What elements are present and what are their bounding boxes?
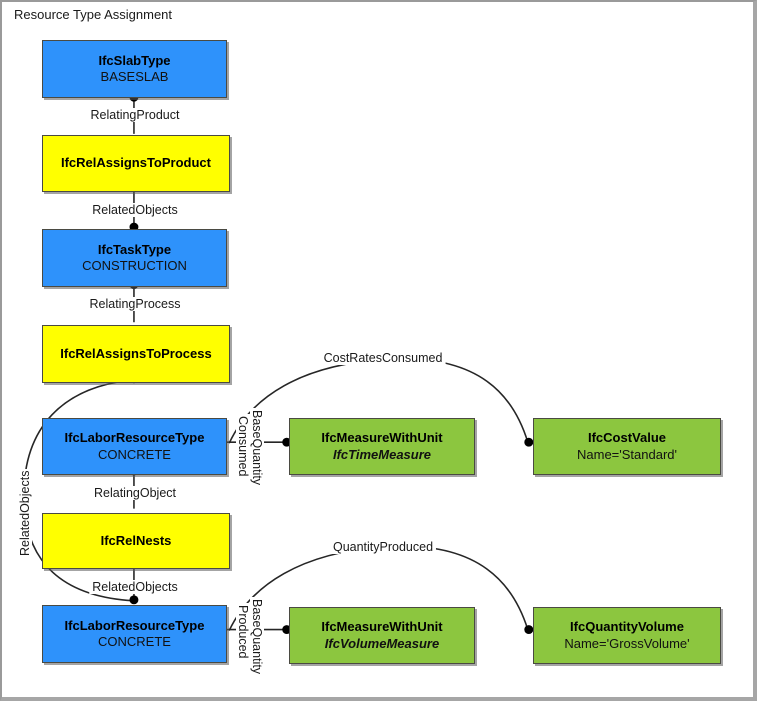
node-title: IfcRelNests [100,532,172,548]
edge-label-relating-object: RelatingObject [91,486,179,500]
node-ifc-cost-value[interactable]: IfcCostValue Name='Standard' [533,418,721,475]
page-title: Resource Type Assignment [14,7,173,22]
node-title: IfcRelAssignsToProcess [60,345,212,361]
edge-label-base-quantity-produced-line1: BaseQuantity [250,597,264,677]
node-ifc-labor-resource-type-1[interactable]: IfcLaborResourceType CONCRETE [42,418,227,475]
node-ifc-rel-nests[interactable]: IfcRelNests [42,513,230,569]
node-subtitle: CONCRETE [98,634,171,649]
node-title: IfcLaborResourceType [64,617,205,633]
edge-label-relating-process: RelatingProcess [86,297,184,311]
edge-label-base-quantity-produced-line2: Produced [236,603,250,661]
edge-label-quantity-produced: QuantityProduced [329,540,437,554]
dot-laborresource2-top [129,595,139,605]
node-ifc-task-type[interactable]: IfcTaskType CONSTRUCTION [42,229,227,287]
node-ifc-measure-with-unit-volume[interactable]: IfcMeasureWithUnit IfcVolumeMeasure [289,607,475,664]
node-ifc-measure-with-unit-time[interactable]: IfcMeasureWithUnit IfcTimeMeasure [289,418,475,475]
node-ifc-rel-assigns-to-process[interactable]: IfcRelAssignsToProcess [42,325,230,383]
node-subtitle: IfcTimeMeasure [332,446,432,462]
node-title: IfcMeasureWithUnit [321,619,443,635]
node-ifc-labor-resource-type-2[interactable]: IfcLaborResourceType CONCRETE [42,605,227,663]
node-title: IfcCostValue [587,430,667,446]
node-subtitle: BASESLAB [100,69,169,84]
node-title: IfcTaskType [97,241,172,257]
node-title: IfcQuantityVolume [570,619,684,635]
edge-label-cost-rates-consumed: CostRatesConsumed [320,351,446,365]
edge-label-base-quantity-consumed-line1: BaseQuantity [250,408,264,488]
node-title: IfcSlabType [98,52,171,68]
node-ifc-slab-type[interactable]: IfcSlabType BASESLAB [42,40,227,98]
node-title: IfcMeasureWithUnit [321,430,443,446]
edge-label-base-quantity-consumed-line2: Consumed [236,414,250,479]
node-ifc-rel-assigns-to-product[interactable]: IfcRelAssignsToProduct [42,135,230,192]
dot-costvalue-left [524,437,534,447]
node-ifc-quantity-volume[interactable]: IfcQuantityVolume Name='GrossVolume' [533,607,721,664]
dot-quantityvolume-left [524,625,534,635]
node-subtitle: CONCRETE [98,446,171,462]
node-subtitle: Name='GrossVolume' [564,635,690,651]
dot-measuretime-left [282,437,292,447]
node-title: IfcLaborResourceType [64,430,205,446]
edge-label-related-objects-left: RelatedObjects [18,468,32,558]
edge-label-related-objects-2: RelatedObjects [89,580,181,594]
node-subtitle: Name='Standard' [577,446,677,462]
edge-label-related-objects-1: RelatedObjects [89,203,181,217]
node-title: IfcRelAssignsToProduct [60,155,211,171]
node-subtitle: CONSTRUCTION [82,258,187,273]
node-subtitle: IfcVolumeMeasure [324,635,440,651]
dot-measurevolume-left [282,625,292,635]
edge-label-relating-product: RelatingProduct [87,108,183,122]
